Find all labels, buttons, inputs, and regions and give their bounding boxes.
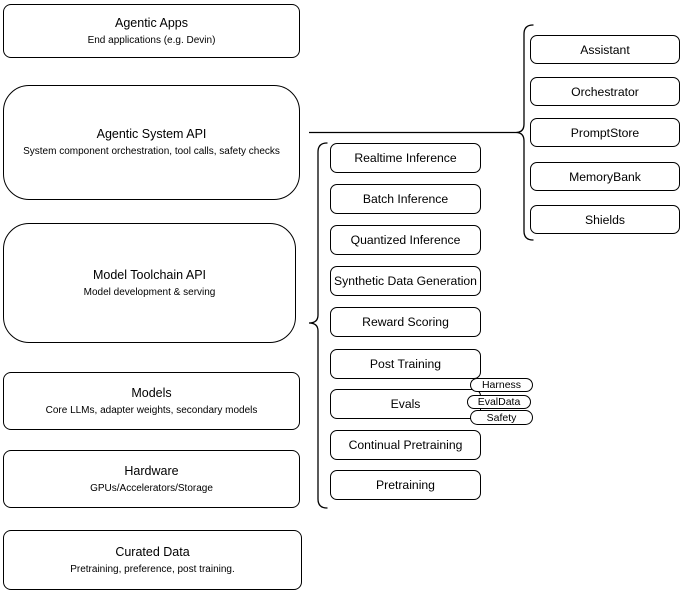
node-quantized-inference: Quantized Inference <box>330 225 481 255</box>
node-assistant: Assistant <box>530 35 680 64</box>
node-title: Model Toolchain API <box>92 267 207 282</box>
node-shields: Shields <box>530 205 680 234</box>
node-memorybank: MemoryBank <box>530 162 680 191</box>
node-title: Agentic Apps <box>115 15 188 30</box>
node-subtitle: Pretraining, preference, post training. <box>70 563 235 575</box>
tag-evaldata: EvalData <box>467 395 531 409</box>
node-promptstore: PromptStore <box>530 118 680 147</box>
node-continual-pretraining: Continual Pretraining <box>330 430 481 460</box>
node-subtitle: Core LLMs, adapter weights, secondary mo… <box>45 404 258 416</box>
node-batch-inference: Batch Inference <box>330 184 481 214</box>
node-hardware: Hardware GPUs/Accelerators/Storage <box>3 450 300 508</box>
toolchain-group-brace <box>308 142 328 509</box>
node-model-toolchain-api: Model Toolchain API Model development & … <box>3 223 296 343</box>
node-models: Models Core LLMs, adapter weights, secon… <box>3 372 300 430</box>
node-agentic-apps: Agentic Apps End applications (e.g. Devi… <box>3 4 300 58</box>
node-curated-data: Curated Data Pretraining, preference, po… <box>3 530 302 590</box>
node-subtitle: Model development & serving <box>83 286 216 298</box>
node-agentic-system-api: Agentic System API System component orch… <box>3 85 300 200</box>
node-title: Agentic System API <box>96 127 207 141</box>
node-realtime-inference: Realtime Inference <box>330 143 481 173</box>
node-title: Hardware <box>124 463 179 478</box>
node-reward-scoring: Reward Scoring <box>330 307 481 337</box>
node-title: Curated Data <box>115 544 190 559</box>
node-pretraining: Pretraining <box>330 470 481 500</box>
node-post-training: Post Training <box>330 349 481 379</box>
node-synthetic-data-generation: Synthetic Data Generation <box>330 266 481 296</box>
node-subtitle: End applications (e.g. Devin) <box>87 34 216 46</box>
node-orchestrator: Orchestrator <box>530 77 680 106</box>
node-subtitle: System component orchestration, tool cal… <box>23 146 280 157</box>
tag-harness: Harness <box>470 378 533 392</box>
node-subtitle: GPUs/Accelerators/Storage <box>90 482 213 494</box>
node-evals: Evals <box>330 389 481 419</box>
tag-safety: Safety <box>470 410 533 425</box>
node-title: Models <box>131 385 172 400</box>
